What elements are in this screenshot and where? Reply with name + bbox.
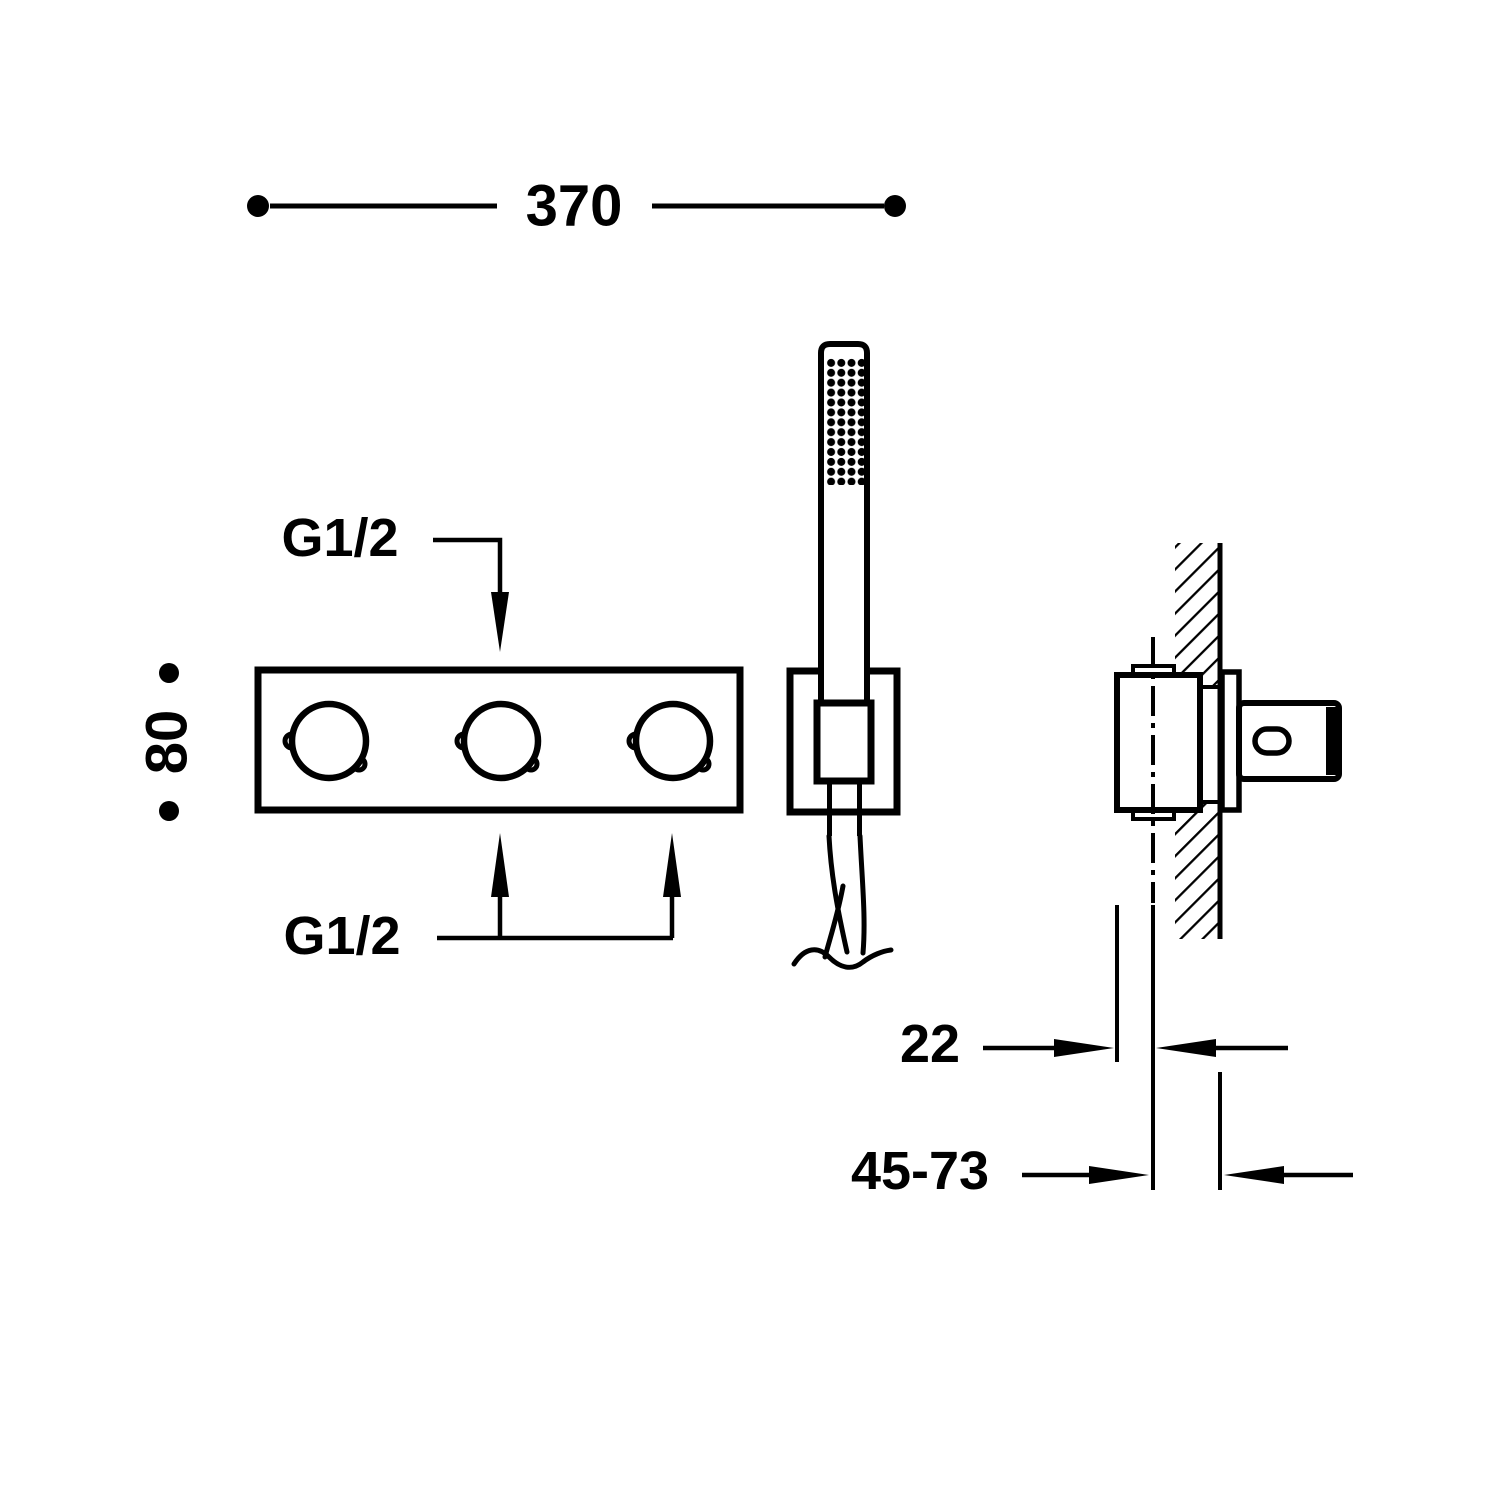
side-handle-slot	[1252, 726, 1292, 756]
knob-2	[454, 700, 542, 782]
dimension-overall-width: 370	[247, 174, 906, 239]
extension-lines	[1115, 905, 1222, 1190]
knob-3	[626, 700, 714, 782]
g12-bottom-label: G1/2	[283, 906, 400, 966]
dimension-install-depth: 45-73	[851, 1141, 1353, 1201]
dim-22-arrow-left	[1156, 1039, 1216, 1057]
spray-nozzles	[826, 358, 864, 485]
dim-22-arrow-right	[1054, 1039, 1114, 1057]
dim-dot-left	[247, 195, 269, 217]
shower-hose	[822, 833, 867, 960]
dimension-plate-height: 80	[135, 663, 200, 821]
hose-break-line	[791, 947, 894, 970]
dimension-trim-thickness: 22	[900, 1014, 1288, 1074]
callout-top-thread: G1/2	[281, 508, 509, 652]
dim-80-label: 80	[135, 710, 200, 775]
knob-3-ring	[632, 700, 714, 782]
knob-2-ring	[460, 700, 542, 782]
g12-arrow1-head	[491, 833, 509, 897]
dim-370-label: 370	[526, 174, 623, 239]
g12-arrow2-head	[663, 833, 681, 897]
callout-bottom-thread: G1/2	[283, 833, 681, 966]
dim-22-label: 22	[900, 1014, 960, 1074]
knob-1	[282, 700, 370, 782]
g12-top-leader	[433, 537, 503, 594]
holder-clamp	[813, 699, 875, 785]
side-view	[1114, 543, 1342, 939]
dim-dot-right	[884, 195, 906, 217]
knob-1-ring	[288, 700, 370, 782]
valve-body	[1114, 672, 1203, 813]
dim-45-73-arrow-left	[1224, 1166, 1284, 1184]
dim-dot-bottom	[159, 801, 179, 821]
g12-top-label: G1/2	[281, 508, 398, 568]
g12-top-arrowhead	[491, 592, 509, 652]
dim-45-73-label: 45-73	[851, 1141, 989, 1201]
front-trim-plate	[254, 666, 744, 814]
dim-45-73-arrow-right	[1089, 1166, 1149, 1184]
hand-shower-set	[786, 341, 901, 970]
dim-dot-top	[159, 663, 179, 683]
